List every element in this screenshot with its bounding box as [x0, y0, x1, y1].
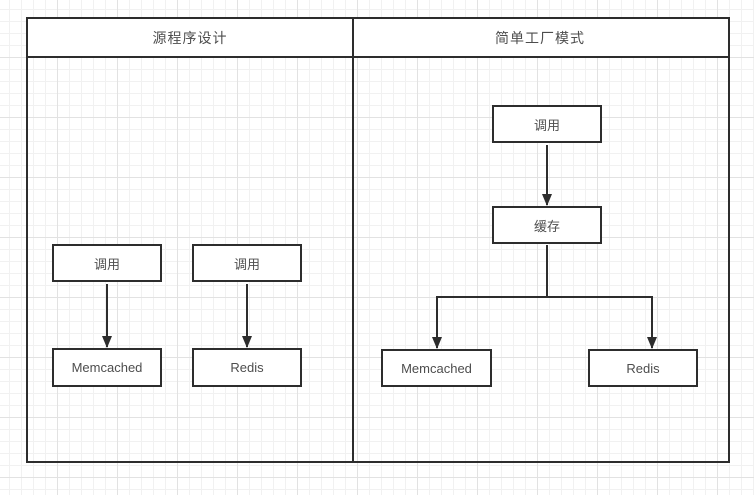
node-label: Memcached [401, 360, 472, 376]
lane-divider [352, 19, 354, 461]
node-call: 调用 [492, 105, 602, 143]
lane-title-factory: 简单工厂模式 [495, 29, 585, 46]
node-label: Redis [626, 360, 660, 376]
node-label: 缓存 [533, 218, 560, 234]
node-memcached: Memcached [52, 348, 162, 387]
node-label: Memcached [71, 360, 143, 375]
lane-title-source: 源程序设计 [152, 29, 228, 46]
node-redis: Redis [192, 348, 302, 387]
node-call: 调用 [52, 244, 162, 282]
swimlane-pool: 源程序设计 简单工厂模式 [26, 17, 730, 463]
node-label: 调用 [93, 256, 120, 272]
node-label: 调用 [533, 117, 560, 133]
node-call: 调用 [192, 244, 302, 282]
node-cache: 缓存 [492, 206, 602, 244]
node-memcached: Memcached [381, 349, 492, 387]
node-redis: Redis [588, 349, 698, 387]
pool-header: 源程序设计 简单工厂模式 [28, 19, 728, 58]
node-label: Redis [230, 360, 264, 375]
node-label: 调用 [233, 256, 260, 272]
